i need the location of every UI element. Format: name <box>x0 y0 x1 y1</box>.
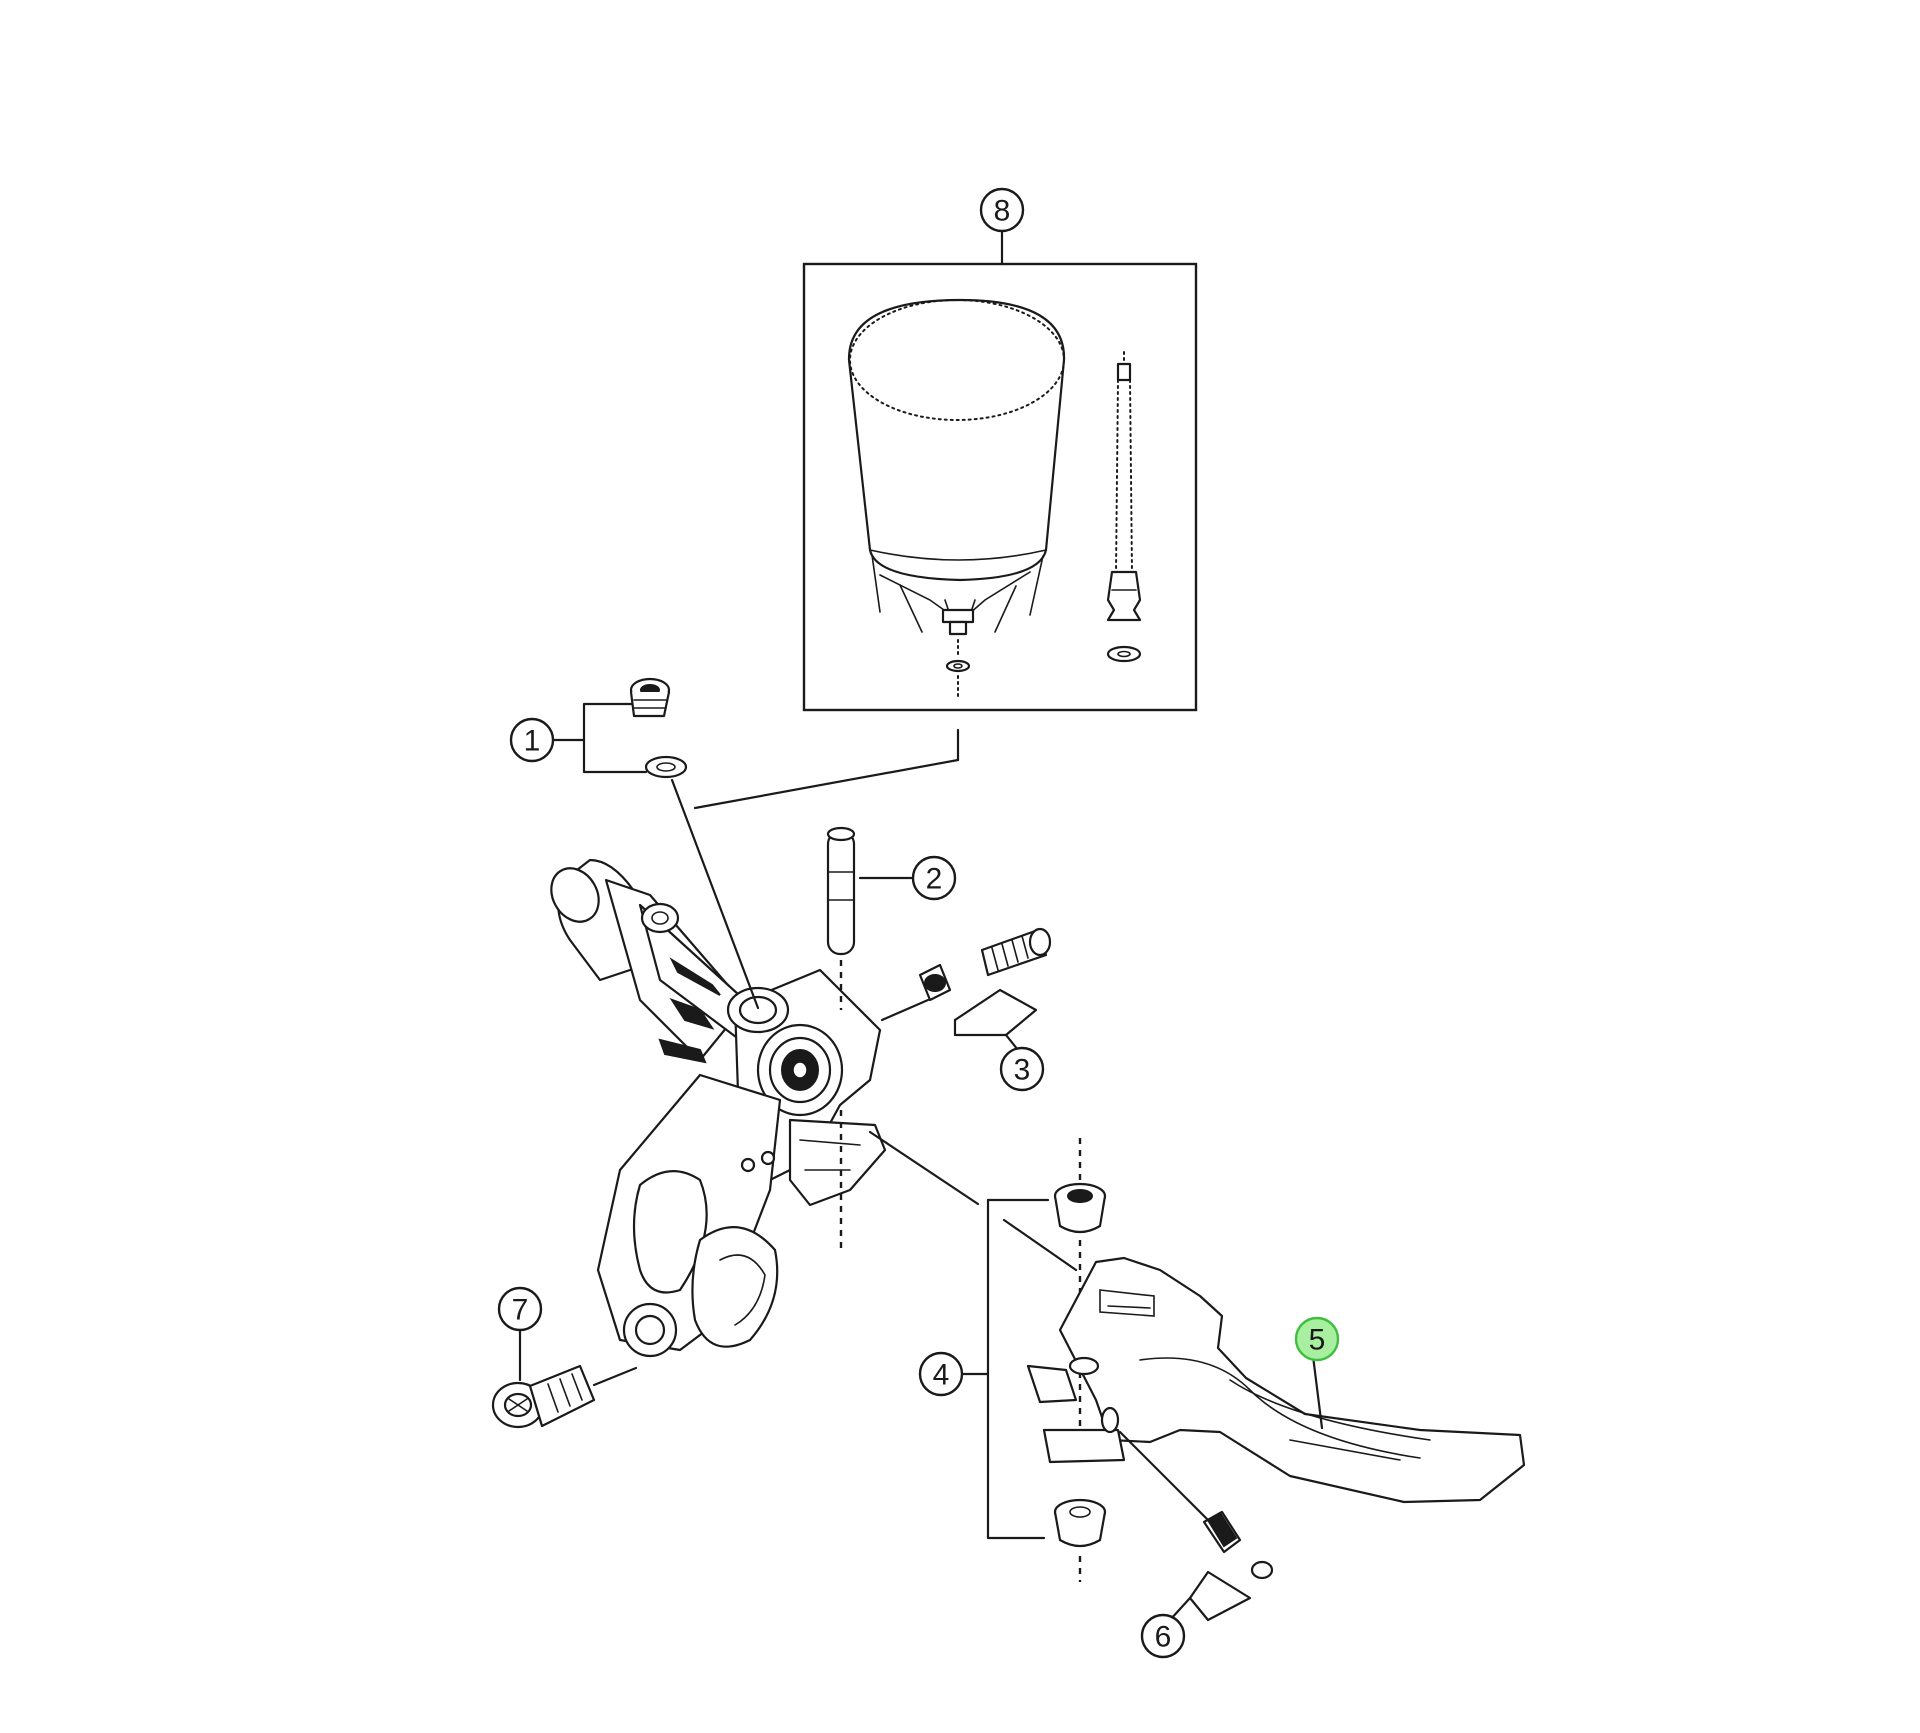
brake-lever-body <box>550 858 887 1358</box>
callout-6-label: 6 <box>1155 1621 1172 1654</box>
callout-7-circle <box>497 1286 543 1332</box>
callout-1-label: 1 <box>524 725 541 758</box>
funnel-cup <box>847 298 1066 701</box>
bleed-screw-part <box>629 677 760 1010</box>
callout-1: 1 <box>509 717 555 763</box>
callout-6: 6 <box>1140 1613 1186 1659</box>
callout-2-label: 2 <box>926 863 943 896</box>
oil-stopper-rod <box>1106 351 1142 663</box>
callout-5-circle-highlighted <box>1294 1316 1340 1362</box>
callout-8-label: 8 <box>994 195 1011 228</box>
callout-8: 8 <box>979 187 1025 233</box>
clamp-bolt-part <box>491 1364 638 1429</box>
callout-7: 7 <box>497 1286 543 1332</box>
callout-2-circle <box>911 855 957 901</box>
adjust-screw-part <box>880 927 1052 1022</box>
bleed-kit-group <box>802 262 1198 712</box>
callout-2: 2 <box>911 855 957 901</box>
callout-3-label: 3 <box>1014 1054 1031 1087</box>
callout-3: 3 <box>999 1046 1045 1092</box>
callout-7-label: 7 <box>512 1294 529 1327</box>
callout-5-label: 5 <box>1309 1324 1326 1357</box>
callout-5: 5 <box>1294 1316 1340 1362</box>
callout-8-circle <box>979 187 1025 233</box>
set-screw-part <box>1118 1430 1274 1580</box>
callout-4-label: 4 <box>933 1359 950 1392</box>
callout-6-circle <box>1140 1613 1186 1659</box>
callout-3-circle <box>999 1046 1045 1092</box>
callout-1-circle <box>509 717 555 763</box>
bleed-kit-box <box>802 262 1198 712</box>
callout-4: 4 <box>918 1351 964 1397</box>
callout-4-circle <box>918 1351 964 1397</box>
pivot-pin-part <box>826 826 856 1250</box>
leader-lines <box>518 228 1324 1622</box>
lever-blade-part <box>1026 1256 1526 1504</box>
